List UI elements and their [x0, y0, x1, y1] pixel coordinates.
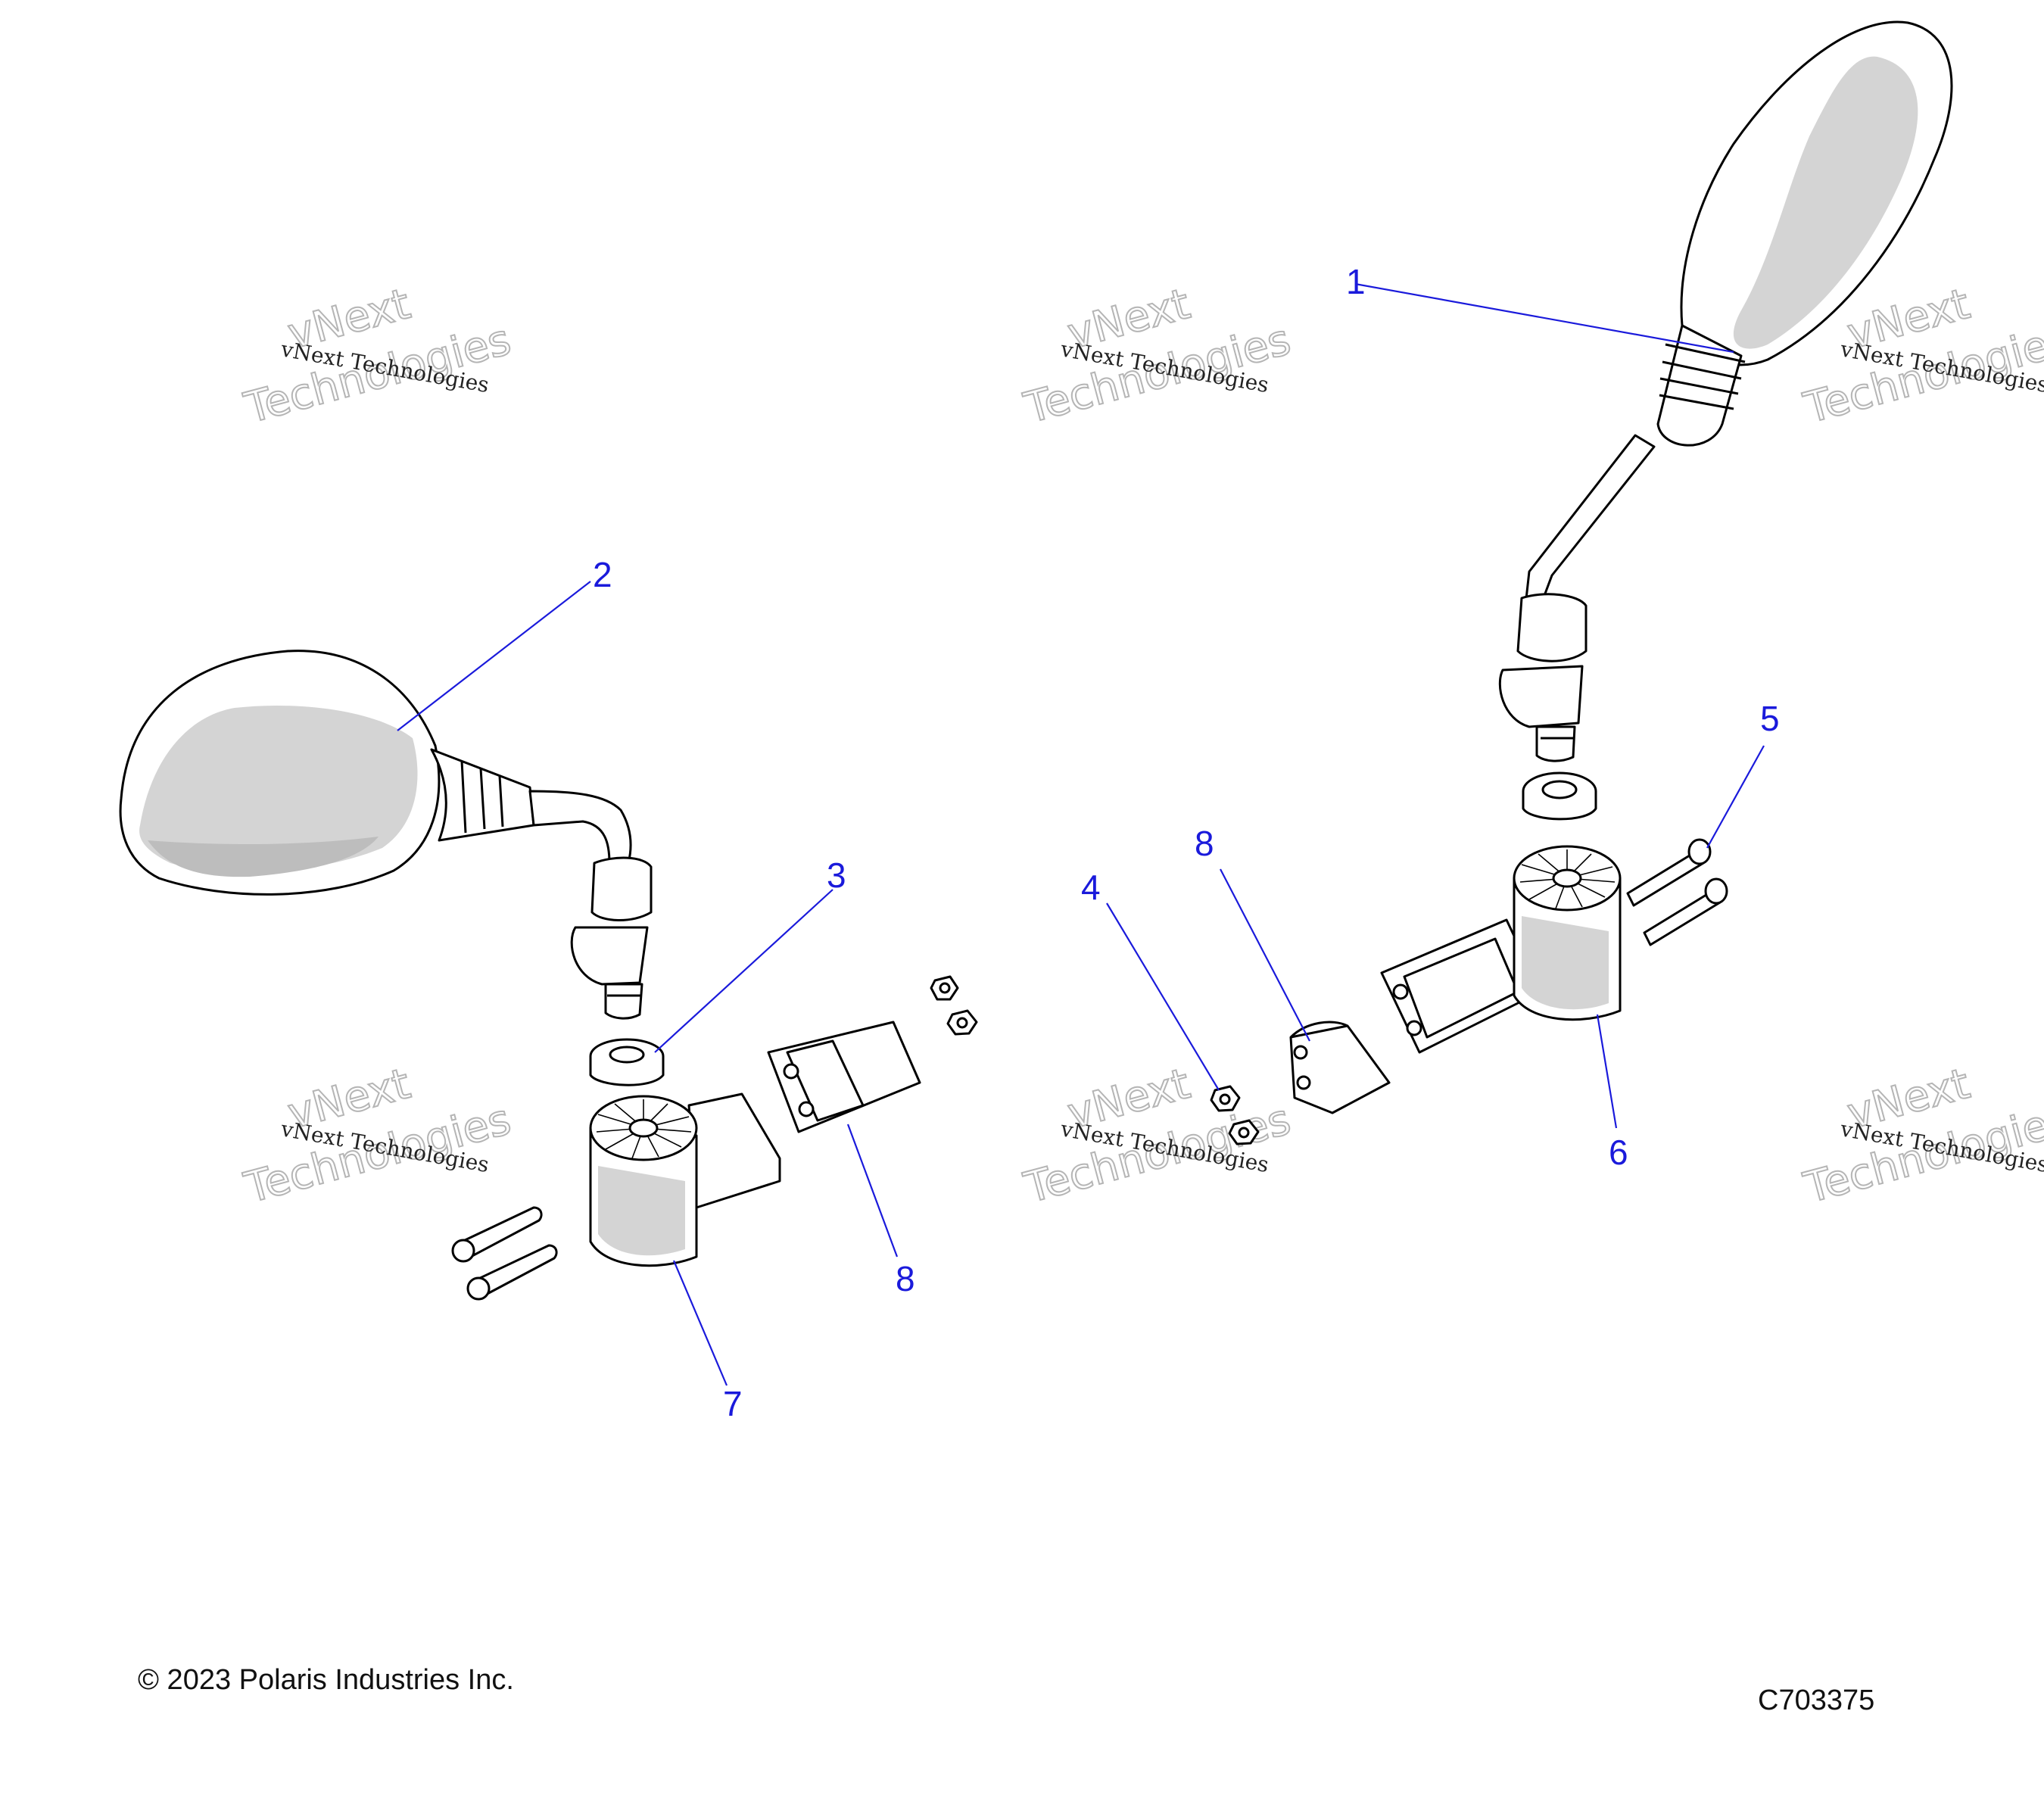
leader-8-right: [1220, 868, 1310, 1042]
screws-left: [451, 1206, 558, 1301]
watermark: vNext Technologies: [238, 1058, 516, 1214]
leader-8-left: [846, 1124, 899, 1258]
leader-6: [1596, 1014, 1618, 1129]
leader-2: [397, 581, 591, 731]
bracket-plate-left: [767, 1021, 921, 1133]
callout-2: 2: [593, 555, 612, 594]
mirror-left: [119, 650, 653, 1020]
callout-3: 3: [827, 856, 846, 895]
callout-8-right: 8: [1195, 824, 1214, 863]
leader-5: [1706, 745, 1765, 849]
leader-lines: [397, 282, 1765, 1386]
leader-7: [672, 1260, 728, 1386]
nuts-left: [930, 975, 978, 1036]
callout-7: 7: [723, 1384, 743, 1423]
watermark: vNext Technologies: [1018, 279, 1296, 434]
clamp-body-left: [589, 1092, 781, 1267]
callout-6: 6: [1609, 1133, 1628, 1172]
diagram-code: C703375: [1758, 1685, 1875, 1716]
nuts-right-part-4: [1210, 1085, 1260, 1145]
washer-right: [1522, 771, 1597, 821]
callout-4: 4: [1081, 868, 1101, 907]
callout-5: 5: [1760, 699, 1780, 738]
leader-4: [1106, 902, 1220, 1091]
mirror-right: [1498, 20, 1953, 762]
leader-3: [654, 889, 833, 1053]
callout-labels: 1 2 3 4 5 6 7 8 8: [593, 262, 1780, 1423]
callout-1: 1: [1346, 262, 1366, 301]
leader-1: [1354, 282, 1734, 354]
copyright-notice: © 2023 Polaris Industries Inc.: [138, 1664, 514, 1696]
watermark: vNext Technologies: [238, 279, 516, 434]
bracket-block-right: [1289, 1021, 1391, 1114]
watermark: vNext Technologies: [1798, 1058, 2044, 1214]
washer-left: [589, 1038, 665, 1086]
callout-8-left: 8: [896, 1259, 915, 1298]
screws-right: [1626, 838, 1728, 946]
clamp-body-right: [1380, 845, 1622, 1054]
